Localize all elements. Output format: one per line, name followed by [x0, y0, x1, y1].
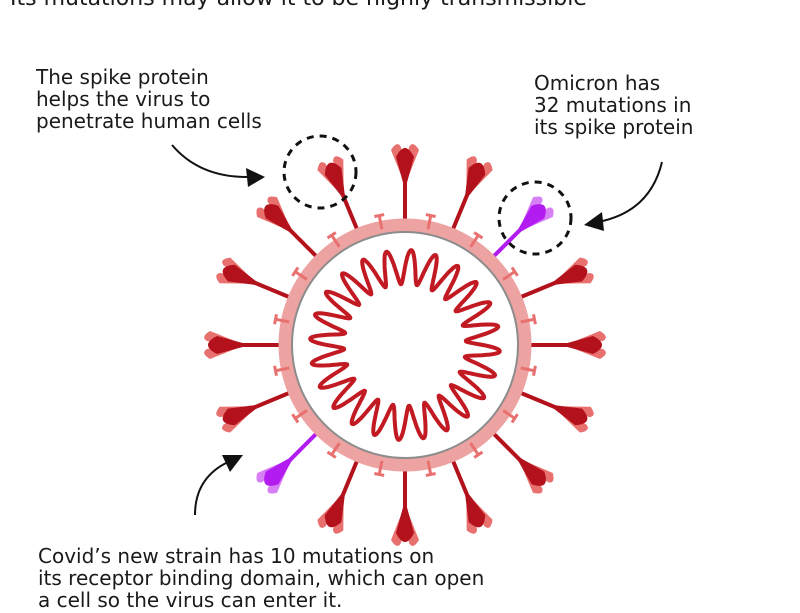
membrane-stub: [520, 314, 537, 325]
membrane-stub: [374, 213, 385, 230]
membrane-stub: [273, 365, 290, 376]
arrow-spike: [171, 144, 265, 187]
membrane-stub: [374, 460, 385, 477]
membrane-stub: [291, 409, 308, 424]
highlight-circle-mutation: [497, 180, 573, 256]
spike-protein: [513, 257, 594, 302]
membrane-stub: [425, 460, 436, 477]
membrane-stub: [469, 231, 484, 248]
membrane-stub: [425, 213, 436, 230]
membrane-ring: [278, 218, 532, 472]
membrane-stub: [469, 442, 484, 459]
membrane-stub: [502, 266, 519, 281]
spike-protein: [448, 453, 493, 534]
spike-protein: [391, 463, 419, 546]
spike-protein: [523, 331, 606, 359]
membrane-stub: [520, 365, 537, 376]
arrow-rbd: [194, 455, 243, 516]
spike-protein-label: The spike protein helps the virus to pen…: [36, 65, 262, 133]
mutated-spike: [487, 196, 554, 263]
membrane-stub: [502, 409, 519, 424]
spike-protein: [513, 388, 594, 433]
spike-protein: [448, 156, 493, 237]
spike-protein: [391, 144, 419, 227]
spike-protein: [204, 331, 287, 359]
receptor-binding-label: Covid’s new strain has 10 mutations on i…: [38, 544, 485, 612]
membrane-stub: [291, 266, 308, 281]
highlight-circle-spike: [282, 134, 358, 210]
membrane-inner-line: [291, 231, 519, 459]
membrane-stub: [326, 442, 341, 459]
rna-coil: [308, 248, 502, 442]
headline: Its mutations may allow it to be highly …: [10, 0, 587, 10]
spike-protein: [317, 453, 362, 534]
membrane-stub: [273, 314, 290, 325]
arrow-omicron: [584, 161, 663, 231]
omicron-label: Omicron has 32 mutations in its spike pr…: [534, 71, 694, 139]
membrane-stub: [326, 231, 341, 248]
